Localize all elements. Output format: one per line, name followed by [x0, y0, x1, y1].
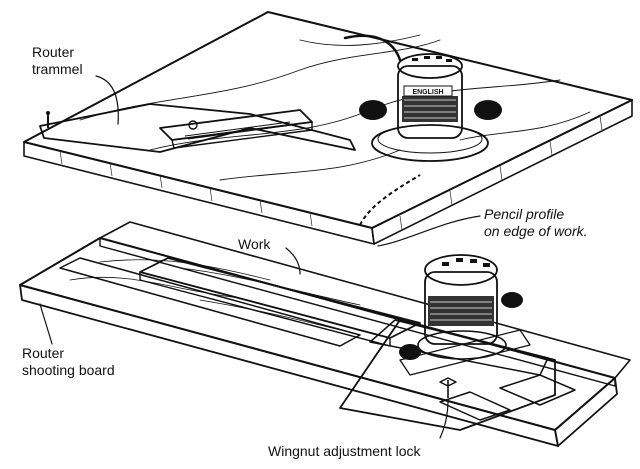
router-shooting-board-leader: [39, 303, 53, 345]
router-shooting-board-label: Router shooting board: [22, 345, 115, 379]
router-top: ENGLISH: [359, 53, 502, 162]
shooting-board: [19, 221, 631, 447]
wingnut: [439, 377, 457, 398]
router-trammel-leader: [95, 75, 119, 125]
router-trammel-label-line2: trammel: [32, 61, 83, 77]
leader-lines: [39, 75, 481, 439]
router-trammel-label: Router trammel: [32, 44, 83, 78]
trammel-panel: [23, 11, 633, 245]
work-label: Work: [238, 236, 271, 252]
wingnut-adjustment-lock-label: Wingnut adjustment lock: [268, 443, 421, 459]
trammel-arm: [39, 103, 356, 153]
pencil-profile-label-line2: on edge of work.: [484, 223, 588, 239]
pencil-profile-leader: [377, 215, 481, 247]
router-badge: ENGLISH: [412, 89, 443, 96]
work-leader: [285, 247, 301, 275]
router-bottom: [399, 254, 523, 360]
router-sled: [339, 319, 556, 431]
wingnut-leader: [439, 399, 449, 439]
router-shooting-board-label-line1: Router: [22, 345, 65, 361]
pencil-profile-label: Pencil profile on edge of work.: [484, 206, 588, 240]
router-shooting-board-label-line2: shooting board: [22, 362, 115, 378]
pencil-profile-label-line1: Pencil profile: [484, 206, 565, 222]
router-trammel-label-line1: Router: [32, 44, 75, 60]
